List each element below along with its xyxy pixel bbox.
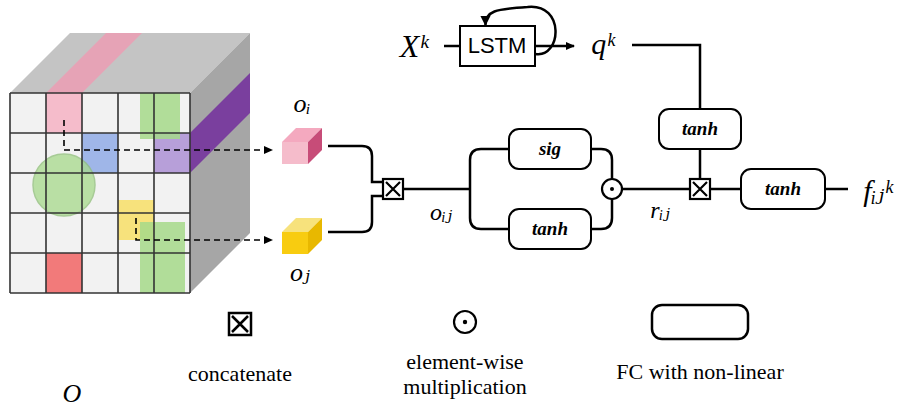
box-text: tanh [532, 218, 568, 240]
wire [710, 188, 740, 191]
wire [403, 188, 470, 191]
legend-text: concatenate [188, 361, 292, 386]
green-circle [33, 154, 95, 216]
legend-text: FC with non-linear [616, 359, 783, 384]
wire [470, 189, 508, 229]
pink-bar-side [308, 128, 322, 164]
concat-symbol [690, 179, 710, 199]
concat-symbol [383, 179, 403, 199]
fc-box: tanh [658, 108, 742, 150]
legend-entry: concatenate [140, 361, 340, 386]
math-label: fᵢⱼᵏ [863, 173, 892, 208]
pink-bar [282, 142, 308, 164]
wire [592, 149, 612, 179]
legend-entry: FC with non-linear [590, 359, 810, 384]
wire [699, 150, 702, 179]
legend-multiply-symbol [454, 311, 476, 333]
fc-box: sig [508, 128, 592, 170]
wire [632, 45, 700, 108]
dashed-arrow [136, 218, 272, 240]
math-label: rᵢⱼ [650, 196, 669, 224]
cube-side [190, 33, 250, 293]
wire [328, 146, 383, 182]
purple-strip [190, 73, 250, 173]
box-text: tanh [765, 178, 801, 200]
box-text: sig [539, 138, 561, 160]
wires [328, 45, 848, 232]
legend-fc-symbol [652, 305, 748, 339]
math-label: oᵢⱼ [430, 198, 452, 226]
red-cell [46, 253, 82, 293]
box-text: LSTM [468, 33, 527, 59]
math-label: O [63, 379, 82, 409]
math-label: Xᵏ [400, 28, 429, 65]
math-label: oᵢ [293, 89, 310, 119]
yellow-bar-side [308, 218, 322, 254]
wire [826, 188, 848, 191]
math-label: oⱼ [290, 257, 310, 288]
fc-box: tanh [508, 208, 592, 250]
dashed-arrow [64, 120, 272, 150]
wire [592, 199, 612, 229]
wire [328, 196, 383, 232]
wire [470, 149, 508, 189]
green-cell [140, 93, 180, 139]
math-label: qᵏ [591, 27, 614, 61]
legend-concat-symbol [229, 313, 251, 335]
wire [622, 188, 690, 191]
legend-text: element-wise multiplication [403, 349, 526, 399]
lstm-box: LSTM [459, 25, 536, 67]
box-text: tanh [682, 118, 718, 140]
multiply-symbol [602, 179, 622, 199]
cube-front [10, 93, 190, 293]
cube-grid [10, 93, 190, 293]
pink-cell [46, 93, 82, 133]
fc-box: tanh [740, 168, 826, 210]
pink-strip [46, 33, 142, 93]
legend-entry: element-wise multiplication [375, 349, 555, 400]
yellow-bar [282, 232, 308, 254]
green-cell [140, 222, 185, 293]
